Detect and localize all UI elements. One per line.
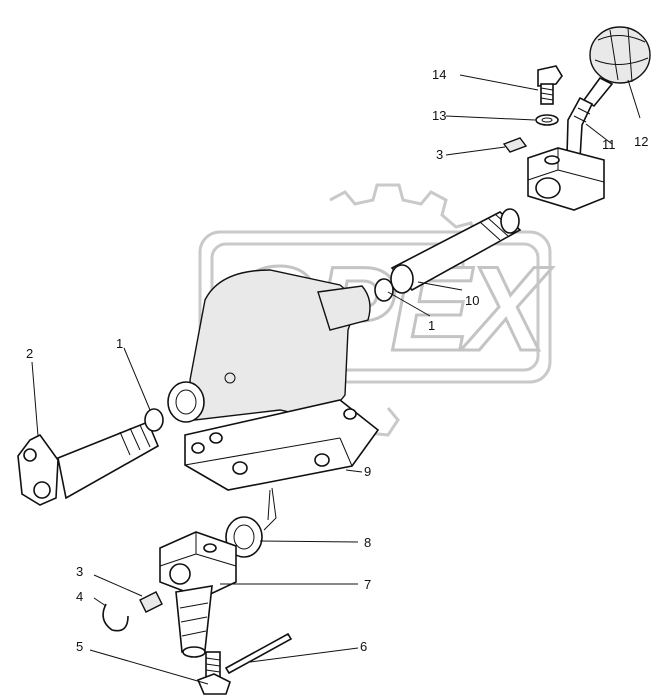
callout-7: 7 — [364, 577, 371, 592]
part-oring-left — [144, 408, 164, 432]
part-pin — [224, 632, 293, 675]
assembly-arrow — [263, 487, 277, 531]
part-bolt-lower — [196, 651, 231, 695]
part-washer-upper — [535, 114, 559, 126]
callout-6: 6 — [360, 639, 367, 654]
part-splined-shaft — [390, 208, 522, 294]
part-housing — [167, 269, 380, 491]
part-bolt-upper — [537, 65, 563, 105]
callout-3-upper: 3 — [436, 147, 443, 162]
callout-12: 12 — [634, 134, 648, 149]
part-lower-clamp — [159, 531, 237, 658]
part-oring-upper — [374, 278, 394, 302]
callout-10: 10 — [465, 293, 479, 308]
watermark-frame — [198, 230, 552, 384]
callout-5: 5 — [76, 639, 83, 654]
callout-8: 8 — [364, 535, 371, 550]
callout-14: 14 — [432, 67, 446, 82]
callout-labels: 14 13 3 11 12 10 1 2 1 9 8 3 7 4 5 6 — [26, 67, 648, 654]
part-knob — [582, 26, 651, 108]
callout-9: 9 — [364, 464, 371, 479]
part-upper-clamp — [527, 147, 605, 211]
callout-2: 2 — [26, 346, 33, 361]
part-key-upper — [502, 137, 528, 153]
part-key-lower — [139, 591, 163, 613]
leader-lines — [31, 74, 641, 685]
callout-11: 11 — [602, 137, 616, 152]
callout-1-left: 1 — [116, 336, 123, 351]
callout-1-upper: 1 — [428, 318, 435, 333]
callout-3-lower: 3 — [76, 564, 83, 579]
callout-13: 13 — [432, 108, 446, 123]
callout-4: 4 — [76, 589, 83, 604]
part-circlip — [102, 603, 129, 632]
part-lever-shaft — [17, 420, 160, 506]
